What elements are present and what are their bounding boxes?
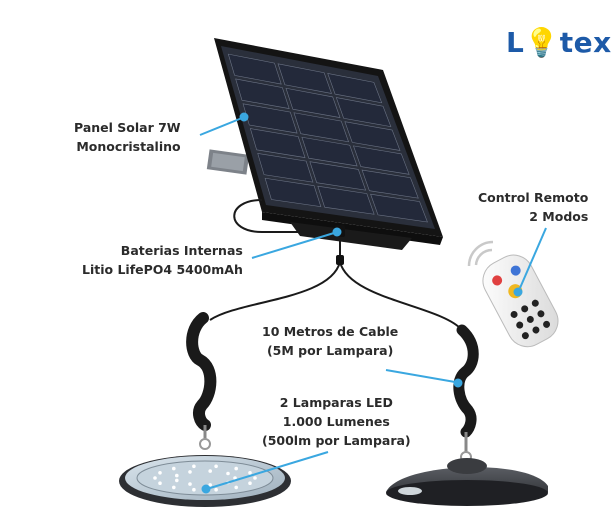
solar-cell [293,112,349,143]
callout-battery-line2: Litio LifePO4 5400mAh [82,262,243,277]
brand-suffix: tex [559,26,612,59]
callout-lamps: 2 Lamparas LED 1.000 Lumenes (500lm por … [262,393,411,450]
callout-panel: Panel Solar 7W Monocristalino [74,118,181,156]
solar-panel [214,38,443,250]
led-chip [158,481,162,486]
solar-cell [235,78,290,109]
left-led-lamp [119,455,291,507]
led-chip [253,476,257,480]
callout-remote: Control Remoto 2 Modos [478,188,588,226]
led-chip [234,485,238,490]
callout-cable: 10 Metros de Cable (5M por Lampara) [262,322,398,360]
callout-cable-line2: (5M por Lampara) [266,343,394,358]
left-lamp-cord [186,312,217,450]
solar-cell [285,87,341,118]
led-chip [208,469,212,473]
led-chip [172,466,176,471]
led-chip [175,478,179,483]
led-chip [233,476,237,480]
led-chip [226,471,230,476]
led-chip [208,483,212,487]
led-chip [153,476,157,480]
led-chip [234,466,238,471]
led-chip [188,482,192,486]
led-chip [158,471,162,475]
led-chip [214,487,218,492]
led-chip [248,481,252,486]
panel-mount-bracket [206,149,250,175]
led-chip [214,464,218,469]
led-chips [153,464,257,492]
lightbulb-icon: 💡 [524,26,560,59]
callout-arrows [199,112,547,494]
callout-battery-line1: Baterias Internas [120,243,243,258]
callout-panel-line2: Monocristalino [76,139,181,154]
led-chip [188,470,192,474]
callout-lamps-line1: 2 Lamparas LED [279,395,393,410]
solar-cell [264,177,322,207]
solar-cell [301,136,358,167]
led-chip [192,464,196,469]
remote-control [467,240,559,348]
right-led-lamp [386,458,548,506]
solar-cell [277,63,332,94]
callout-battery: Baterias Internas Litio LifePO4 5400mAh [82,241,243,279]
solar-cell [344,121,401,151]
brand-prefix: L [506,26,525,59]
solar-cell [353,145,410,175]
callout-lamps-line3: (500lm por Lampara) [262,433,411,448]
solar-cell [327,73,383,104]
callout-panel-line1: Panel Solar 7W [74,120,181,135]
callout-remote-line2: 2 Modos [529,209,589,224]
led-chip [192,487,196,492]
signal-waves-icon [467,240,494,267]
solar-cell [257,153,314,183]
solar-cell [335,97,392,128]
solar-cell [370,193,428,223]
brand-logo: L💡tex [506,26,612,59]
solar-cell [317,185,375,215]
right-lamp-cord [453,324,479,463]
callout-remote-line1: Control Remoto [478,190,589,205]
led-chip [172,485,176,490]
led-chip [175,473,179,478]
callout-lamps-line2: 1.000 Lumenes [282,414,390,429]
solar-cell [227,53,282,85]
solar-cell [249,128,306,158]
solar-cell [361,169,419,199]
led-chip [248,471,252,475]
solar-cells [227,53,428,223]
callout-cable-line1: 10 Metros de Cable [262,324,399,339]
solar-cell [309,161,367,191]
